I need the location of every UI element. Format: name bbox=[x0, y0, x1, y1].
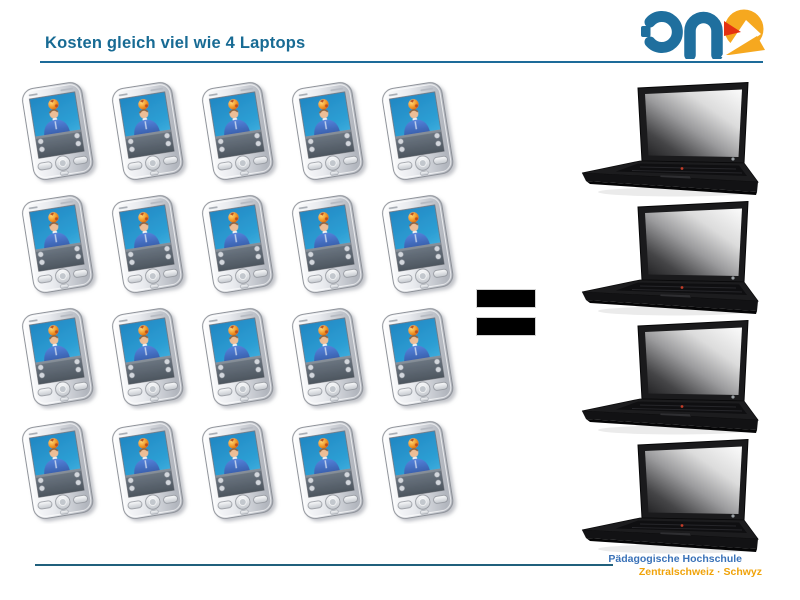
pda-icon bbox=[112, 194, 184, 293]
footer-institution: Pädagogische Hochschule bbox=[608, 553, 742, 565]
pda-icon bbox=[292, 81, 364, 180]
pda-icon bbox=[292, 194, 364, 293]
laptop-icon bbox=[581, 201, 759, 316]
pda-icon bbox=[22, 420, 94, 519]
equals-bar-top bbox=[477, 290, 535, 307]
footer-divider bbox=[35, 564, 613, 566]
pda-icon bbox=[22, 307, 94, 406]
title-divider bbox=[40, 61, 763, 63]
pda-icon bbox=[202, 420, 274, 519]
pda-icon bbox=[292, 307, 364, 406]
page-title: Kosten gleich viel wie 4 Laptops bbox=[45, 34, 306, 52]
pda-icon bbox=[382, 81, 454, 180]
pda-icon bbox=[202, 194, 274, 293]
pda-grid bbox=[13, 76, 463, 528]
footer: Pädagogische Hochschule Zentralschweiz ·… bbox=[608, 553, 762, 578]
laptop-stack bbox=[576, 82, 762, 556]
pda-icon bbox=[202, 307, 274, 406]
laptop-icon bbox=[581, 439, 759, 554]
pda-icon bbox=[382, 194, 454, 293]
pda-icon bbox=[22, 81, 94, 180]
equals-icon bbox=[477, 290, 535, 335]
pda-icon bbox=[112, 307, 184, 406]
pda-icon bbox=[112, 81, 184, 180]
logo-letter-p bbox=[641, 11, 683, 53]
laptop-icon bbox=[581, 82, 759, 197]
pda-icon bbox=[382, 420, 454, 519]
laptop-icon bbox=[581, 320, 759, 435]
logo-letter-z bbox=[721, 9, 765, 57]
pda-icon bbox=[292, 420, 364, 519]
phz-logo bbox=[641, 9, 765, 59]
pda-icon bbox=[382, 307, 454, 406]
equals-bar-bottom bbox=[477, 318, 535, 335]
pda-icon bbox=[202, 81, 274, 180]
pda-icon bbox=[22, 194, 94, 293]
logo-letter-h bbox=[684, 11, 723, 59]
pda-icon bbox=[112, 420, 184, 519]
footer-region: Zentralschweiz · Schwyz bbox=[638, 565, 762, 578]
